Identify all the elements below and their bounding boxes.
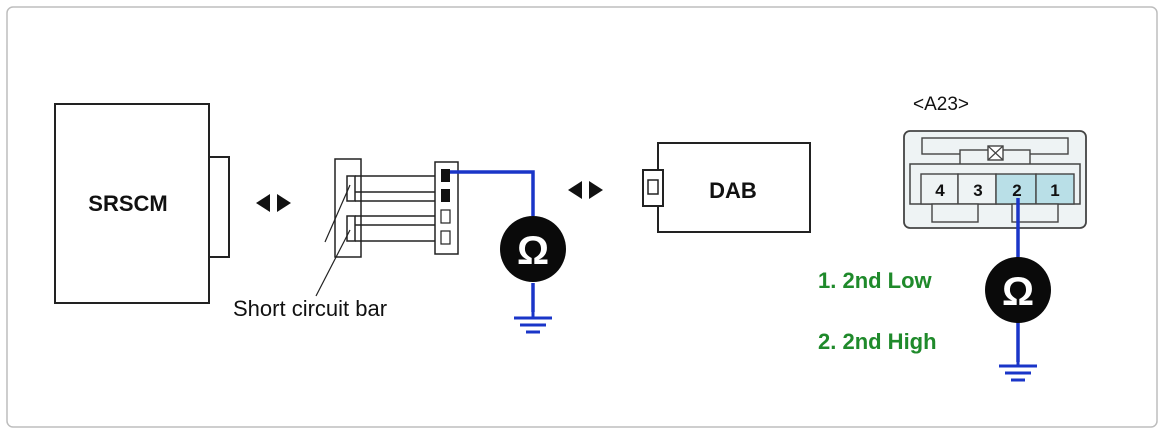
srscm-label: SRSCM (88, 191, 167, 216)
terminal-3 (440, 209, 451, 224)
ohmmeter-1: Ω (450, 170, 566, 334)
arrow-left-right-icon (568, 181, 603, 199)
ground-icon (514, 312, 552, 334)
ohmmeter-icon: Ω (985, 257, 1051, 323)
meter2-symbol: Ω (1002, 270, 1034, 314)
pin-label-4: 4 (935, 181, 945, 200)
terminal-2 (441, 189, 450, 202)
dab-module: DAB (642, 142, 811, 233)
pin-label-1: 1 (1050, 181, 1059, 200)
meter1-wire (450, 170, 535, 216)
meter1-symbol: Ω (517, 229, 549, 273)
terminal-4 (440, 230, 451, 245)
pin-label-2: 2 (1012, 181, 1021, 200)
diagram-frame (6, 6, 1158, 428)
latch-icon (987, 145, 1004, 161)
step-1-label: 1. 2nd Low (818, 268, 933, 293)
step-2-label: 2. 2nd High (818, 329, 937, 354)
terminal-1 (441, 169, 450, 182)
short-circuit-bar-label: Short circuit bar (233, 296, 387, 321)
pin-label-3: 3 (973, 181, 982, 200)
arrow-left-right-icon (256, 194, 291, 212)
ground-icon (999, 362, 1037, 382)
a23-connector: <A23> 4 3 2 1 (903, 94, 1087, 229)
connector-name: <A23> (913, 94, 969, 115)
pin-cell-2 (995, 173, 1037, 205)
srscm-module: SRSCM (54, 103, 230, 304)
ohmmeter-icon: Ω (500, 216, 566, 282)
short-circuit-bar: Short circuit bar (233, 158, 459, 321)
srscm-connector-tab (208, 156, 230, 258)
ohmmeter-2: Ω (985, 198, 1051, 382)
dab-label: DAB (709, 178, 757, 203)
